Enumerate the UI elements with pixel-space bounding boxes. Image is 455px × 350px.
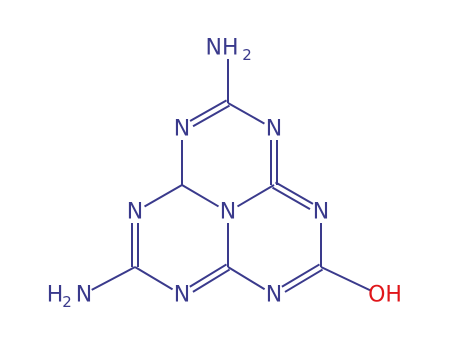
bond-n_bottom_left-c_bottom-a <box>192 268 231 293</box>
left-amine-n-label: N <box>76 283 92 308</box>
bond-c_top-n_top_left-b <box>192 104 230 128</box>
bond-n_bottom_right-c_bottom <box>227 266 266 291</box>
left-amine-h-label: H <box>47 283 64 308</box>
bond-c_lower_right-n_bottom_right-b <box>284 268 324 293</box>
atom-n-bottom-left: N <box>174 283 190 308</box>
atom-n-top-right: N <box>266 117 282 142</box>
bond-c_upper_right-n_center <box>236 184 275 208</box>
atom-n-center: N <box>220 200 236 225</box>
bond-c_lower_left-n_bottom_left <box>134 266 174 291</box>
bond-c_upper_left-n_mid_left <box>144 184 183 208</box>
bond-n_bottom_left-c_bottom-b <box>189 263 227 288</box>
left-amine-subscript: 2 <box>62 293 72 311</box>
top-amine-subscript: 2 <box>242 46 252 64</box>
atom-n-top-left: N <box>174 117 190 142</box>
atom-n-mid-right: N <box>313 200 329 225</box>
hydroxyl-label: OH <box>368 283 402 308</box>
bond-c_upper_right-n_mid_right-a <box>272 186 311 210</box>
bond-c_lower_right-hydroxyl <box>320 266 371 292</box>
atom-n-bottom-right: N <box>266 283 282 308</box>
top-amine-label: NH <box>206 36 239 61</box>
bond-c_lower_left-left_amine <box>91 266 136 291</box>
bond-c_upper_left-n_center <box>181 184 220 208</box>
bond-c_top-n_top_right <box>227 102 265 125</box>
bond-c_upper_right-n_mid_right-b <box>274 181 314 205</box>
bond-c_top-n_top_left-a <box>189 99 228 122</box>
atom-n-mid-left: N <box>127 200 143 225</box>
bond-c_lower_right-n_bottom_right-a <box>281 263 320 288</box>
